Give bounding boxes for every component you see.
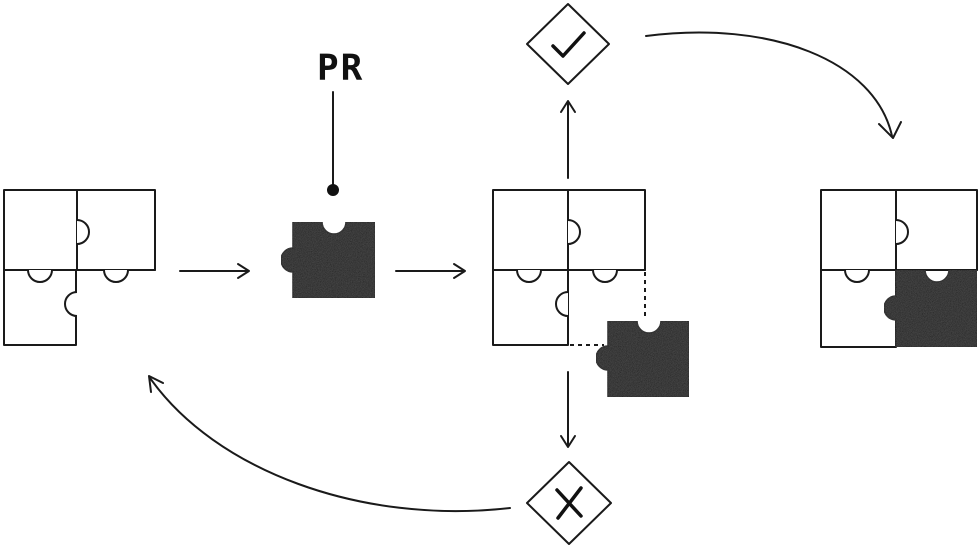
tab-notch xyxy=(567,219,581,245)
arrow-reject-to-start xyxy=(148,375,511,512)
pr-label: PR xyxy=(317,48,364,89)
arrow-to-reject xyxy=(560,371,576,448)
tab-notch xyxy=(895,219,909,245)
arrow-to-approve xyxy=(560,100,576,179)
approve-decision xyxy=(526,3,610,85)
puzzle-review xyxy=(492,189,646,346)
tab-notch xyxy=(592,269,618,283)
candidate-puzzle-piece xyxy=(595,320,690,398)
tab-notch xyxy=(844,269,870,283)
tab-notch xyxy=(555,291,569,317)
check-icon xyxy=(551,31,586,58)
x-icon-stroke xyxy=(556,486,583,520)
arrow-to-pr-piece xyxy=(179,263,250,279)
tab-notch xyxy=(103,269,129,283)
puzzle-complete xyxy=(820,189,978,348)
tab-notch xyxy=(76,219,90,245)
merged-puzzle-piece xyxy=(883,269,978,348)
pr-puzzle-piece xyxy=(280,221,376,299)
pr-pin xyxy=(327,91,339,196)
tab-notch xyxy=(516,269,542,283)
tab-notch xyxy=(27,269,53,283)
arrow-to-review xyxy=(395,263,466,279)
arrow-approve-to-merged xyxy=(645,31,902,139)
puzzle-incomplete xyxy=(3,189,156,346)
reject-decision xyxy=(526,461,612,545)
tab-notch xyxy=(64,291,78,317)
